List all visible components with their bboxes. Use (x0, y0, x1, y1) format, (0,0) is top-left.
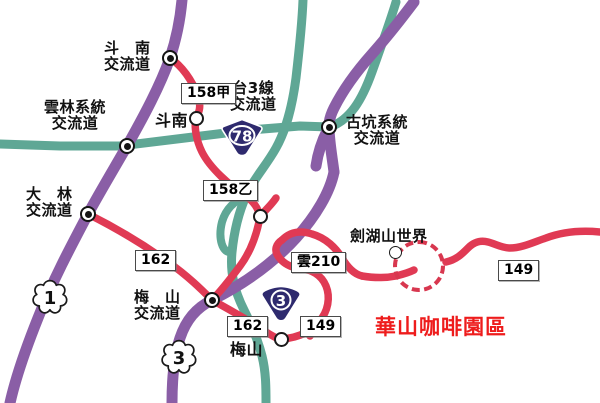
label-dounan-town: 斗南 (155, 111, 189, 130)
node-yunlin-system-interchange[interactable] (119, 138, 135, 154)
label-yunlin-system-interchange: 雲林系統 交流道 (44, 98, 107, 132)
route-plate-162-southeast[interactable]: 162 (227, 316, 269, 338)
node-gukeng-system-interchange[interactable] (321, 119, 337, 135)
route-plate-162-northwest[interactable]: 162 (135, 250, 177, 272)
route-plate-149-east[interactable]: 149 (498, 260, 540, 282)
node-janfusun-fancyworld[interactable] (388, 245, 402, 259)
route-plate-158yi[interactable]: 158乙 (203, 180, 259, 202)
label-huashan-coffee-park: 華山咖啡園區 (375, 315, 507, 339)
freeway-shield-1-number: 1 (44, 288, 57, 309)
node-dalin-interchange[interactable] (80, 206, 96, 222)
provincial-shield-3[interactable]: 3 (260, 284, 302, 322)
node-158yi-junction[interactable] (252, 208, 268, 224)
label-dounan-interchange: 斗 南 交流道 (104, 39, 151, 73)
node-meishan-interchange[interactable] (204, 292, 220, 308)
route-plate-149-southwest[interactable]: 149 (300, 316, 342, 338)
route-plate-158jia[interactable]: 158甲 (181, 83, 237, 105)
huashan-coffee-park-highlight-circle (393, 240, 445, 292)
provincial-shield-3-number: 3 (276, 292, 286, 310)
label-dalin-interchange: 大 林 交流道 (26, 185, 73, 219)
freeway-shield-3[interactable]: 3 (159, 338, 199, 378)
label-gukeng-system-interchange: 古坑系統 交流道 (346, 113, 409, 147)
label-tai3-line-interchange: 台3線 交流道 (230, 79, 277, 113)
node-dounan-interchange[interactable] (162, 50, 178, 66)
expressway-shield-78-number: 78 (232, 128, 253, 146)
freeway-shield-1[interactable]: 1 (30, 278, 70, 318)
label-janfusun-fancyworld: 劍湖山世界 (350, 227, 428, 245)
node-dounan-town[interactable] (188, 110, 204, 126)
expressway-shield-78[interactable]: 78 (220, 117, 264, 157)
node-meishan-town[interactable] (273, 331, 289, 347)
freeway-shield-3-number: 3 (173, 348, 186, 369)
label-meishan-town: 梅山 (230, 340, 264, 359)
label-meishan-interchange: 梅 山 交流道 (134, 288, 181, 322)
route-plate-yun210[interactable]: 雲210 (291, 252, 347, 274)
